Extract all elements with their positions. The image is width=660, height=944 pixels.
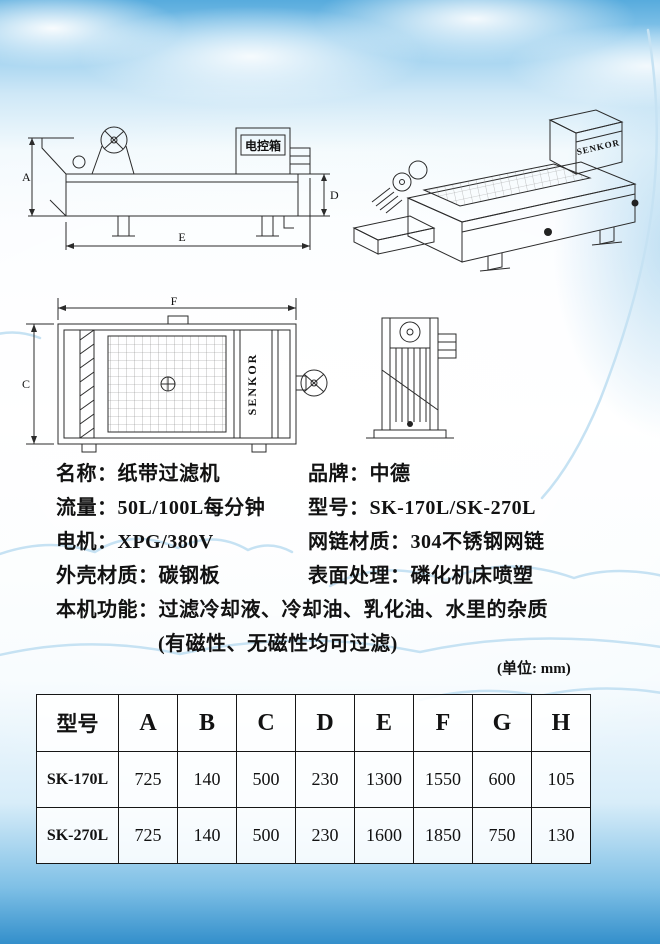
table-row-sk270l: SK-270L 725 140 500 230 1600 1850 750 13… <box>36 807 591 864</box>
spec-chain-material: 网链材质：304不锈钢网链 <box>308 525 545 559</box>
spec-label: 网链材质： <box>308 531 411 553</box>
plan-view-drawing: F C SENKOR <box>22 296 328 453</box>
spec-label: 外壳材质： <box>56 565 159 587</box>
cell-value: 500 <box>236 751 296 808</box>
cell-value: 1300 <box>354 751 414 808</box>
spec-row-4: 外壳材质：碳钢板 表面处理：磷化机床喷塑 <box>56 559 644 593</box>
cell-value: 750 <box>472 807 532 864</box>
cell-value: 230 <box>295 751 355 808</box>
col-header-d: D <box>295 694 355 752</box>
spec-value: 过滤冷却液、冷却油、乳化油、水里的杂质 <box>158 599 548 621</box>
spec-value: SK-170L/SK-270L <box>369 497 536 519</box>
dim-label-e: E <box>178 230 185 244</box>
end-view-drawing <box>366 317 457 439</box>
col-header-h: H <box>531 694 591 752</box>
cell-value: 140 <box>177 807 237 864</box>
control-box-label: 电控箱 <box>245 138 281 153</box>
isometric-view-drawing: SENKOR <box>352 109 639 272</box>
col-header-model: 型号 <box>36 694 119 752</box>
cell-value: 500 <box>236 807 296 864</box>
spec-function: 本机功能：过滤冷却液、冷却油、乳化油、水里的杂质 <box>56 593 644 627</box>
spec-name: 名称：纸带过滤机 <box>56 457 308 491</box>
col-header-b: B <box>177 694 237 752</box>
cell-model: SK-270L <box>36 807 119 864</box>
cell-value: 230 <box>295 807 355 864</box>
spec-shell-material: 外壳材质：碳钢板 <box>56 559 308 593</box>
spec-flow: 流量：50L/100L每分钟 <box>56 491 308 525</box>
col-header-g: G <box>472 694 532 752</box>
cell-value: 140 <box>177 751 237 808</box>
dim-label-a: A <box>22 170 31 184</box>
cell-value: 1850 <box>413 807 473 864</box>
cell-value: 1600 <box>354 807 414 864</box>
spec-brand: 品牌：中德 <box>308 457 411 491</box>
spec-label: 电机： <box>56 531 118 553</box>
col-header-a: A <box>118 694 178 752</box>
side-view-drawing: 电控箱 E D A <box>22 126 339 250</box>
cell-value: 600 <box>472 751 532 808</box>
spec-value: 磷化机床喷塑 <box>410 565 534 587</box>
spec-value: 纸带过滤机 <box>117 463 220 485</box>
spec-list: 名称：纸带过滤机 品牌：中德 流量：50L/100L每分钟 型号：SK-170L… <box>56 457 644 661</box>
spec-label: 流量： <box>56 497 118 519</box>
cell-value: 1550 <box>413 751 473 808</box>
table-header-row: 型号 A B C D E F G H <box>36 694 591 752</box>
spec-value: XPG/380V <box>117 531 214 553</box>
spec-row-1: 名称：纸带过滤机 品牌：中德 <box>56 457 644 491</box>
col-header-c: C <box>236 694 296 752</box>
unit-note: (单位: mm) <box>497 661 571 677</box>
spec-model: 型号：SK-170L/SK-270L <box>308 491 536 525</box>
spec-label: 本机功能： <box>56 599 159 621</box>
spec-function-note: (有磁性、无磁性均可过滤) <box>158 627 644 661</box>
col-header-e: E <box>354 694 414 752</box>
spec-value: 碳钢板 <box>158 565 220 587</box>
cell-value: 130 <box>531 807 591 864</box>
spec-label: 品牌： <box>308 463 370 485</box>
cell-model: SK-170L <box>36 751 119 808</box>
table-row-sk170l: SK-170L 725 140 500 230 1300 1550 600 10… <box>36 751 591 808</box>
spec-surface-treatment: 表面处理：磷化机床喷塑 <box>308 559 534 593</box>
spec-row-3: 电机：XPG/380V 网链材质：304不锈钢网链 <box>56 525 644 559</box>
spec-motor: 电机：XPG/380V <box>56 525 308 559</box>
dim-label-d: D <box>330 188 339 202</box>
spec-row-2: 流量：50L/100L每分钟 型号：SK-170L/SK-270L <box>56 491 644 525</box>
cell-value: 725 <box>118 807 178 864</box>
col-header-f: F <box>413 694 473 752</box>
spec-label: 型号： <box>308 497 370 519</box>
dim-label-c: C <box>22 377 30 391</box>
spec-value: 50L/100L每分钟 <box>117 497 266 519</box>
brand-text-plan: SENKOR <box>245 353 259 416</box>
spec-value: 中德 <box>369 463 411 485</box>
cell-value: 105 <box>531 751 591 808</box>
dimension-table: 型号 A B C D E F G H SK-170L 725 140 500 2… <box>36 694 591 864</box>
spec-label: 名称： <box>56 463 118 485</box>
spec-value: 304不锈钢网链 <box>410 531 545 553</box>
dim-label-f: F <box>171 296 178 308</box>
spec-label: 表面处理： <box>308 565 411 587</box>
cell-value: 725 <box>118 751 178 808</box>
spec-value: (有磁性、无磁性均可过滤) <box>158 633 398 655</box>
